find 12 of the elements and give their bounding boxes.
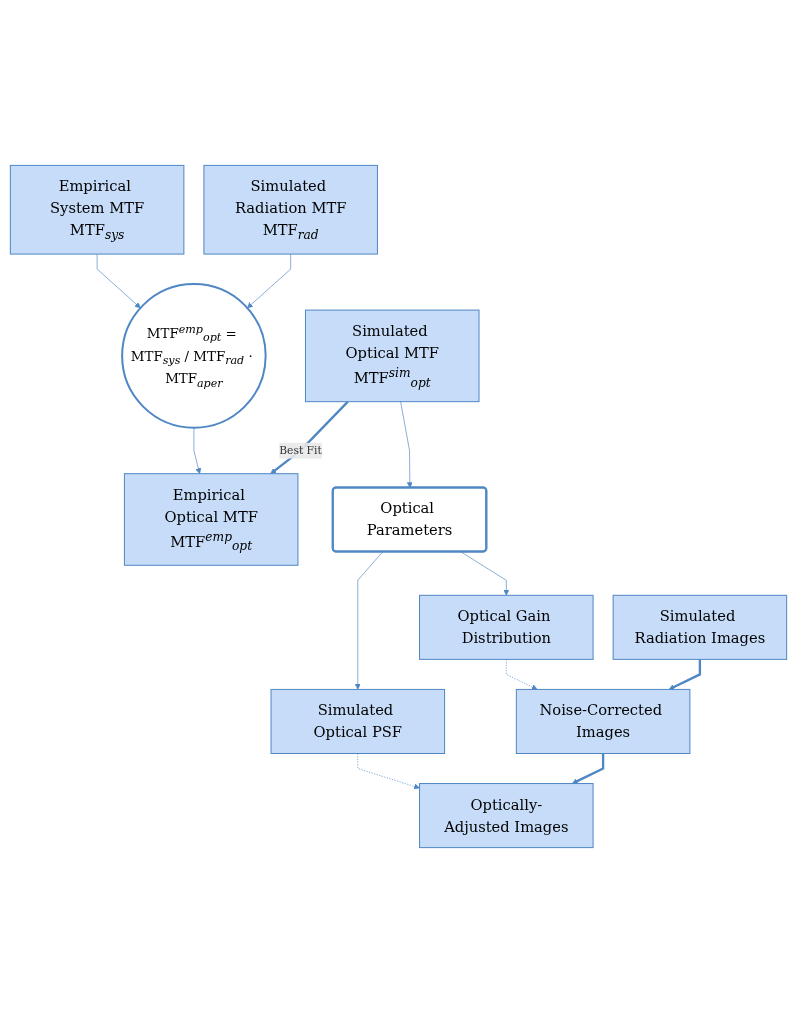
arrow [668, 659, 702, 690]
arrow [270, 400, 349, 474]
node-box: Noise-Corrected Images [515, 688, 691, 754]
node-circle: MTF$^{emp}$$_{opt}$ = MTF$_{sys}$ / MTF$_{rad}$ · MTF$_{aper}$ [121, 283, 267, 429]
node-box: Simulated Radiation MTF MTF$_{rad}$ [203, 164, 378, 255]
node-box: Empirical System MTF MTF$_{sys}$ [9, 164, 185, 255]
node-box: Simulated Radiation Images [612, 594, 788, 660]
node-box: Optical Gain Distribution [419, 594, 594, 660]
node-box: Simulated Optical PSF [270, 688, 446, 754]
node-box: Optically-Adjusted Images [419, 783, 594, 849]
arrow [571, 753, 605, 784]
edge-label: Best Fit [279, 443, 322, 457]
